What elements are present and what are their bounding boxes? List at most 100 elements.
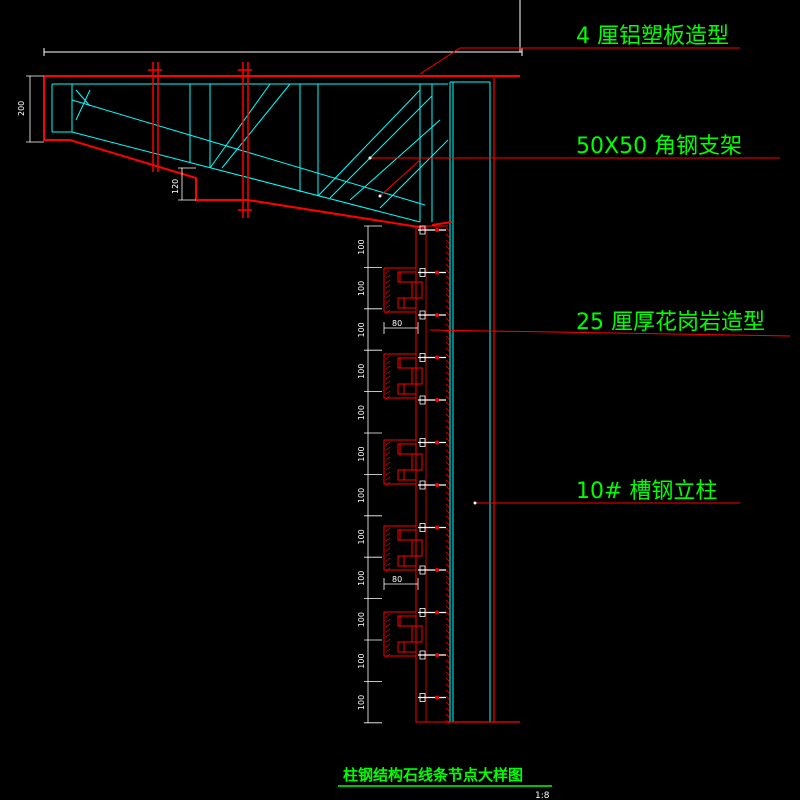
fixing-mark xyxy=(445,293,450,298)
fixing-mark xyxy=(445,713,450,718)
hatch-stroke xyxy=(385,385,391,390)
hatch-stroke xyxy=(385,567,391,572)
fixing-mark xyxy=(445,653,450,658)
fixing-mark xyxy=(445,719,450,724)
fixing-mark xyxy=(445,599,450,604)
hatch-stroke xyxy=(385,653,391,658)
dim-100-label: 100 xyxy=(357,612,366,627)
hatch-stroke xyxy=(385,562,391,567)
fixing-mark xyxy=(445,335,450,340)
fixing-mark xyxy=(445,659,450,664)
fixing-mark xyxy=(445,587,450,592)
hatch-stroke xyxy=(385,461,391,466)
leader-lines xyxy=(370,47,791,504)
fixing-mark xyxy=(445,689,450,694)
hatch-stroke xyxy=(385,289,391,294)
fixing-mark xyxy=(445,509,450,514)
fixing-mark xyxy=(445,707,450,712)
hatch-stroke xyxy=(385,471,391,476)
fixing-mark xyxy=(445,467,450,472)
hatch-stroke xyxy=(385,370,391,375)
dim-100-label: 100 xyxy=(357,446,366,461)
fixing-mark xyxy=(445,641,450,646)
fixing-mark xyxy=(445,263,450,268)
anchor-bolt xyxy=(418,565,446,575)
fixing-mark xyxy=(445,569,450,574)
hatch-stroke xyxy=(385,279,391,284)
fixing-mark xyxy=(445,527,450,532)
fixing-mark xyxy=(445,257,450,262)
dim-100-label: 100 xyxy=(357,653,366,668)
fixing-mark xyxy=(445,629,450,634)
hatch-stroke xyxy=(385,532,391,537)
dimension-80-lower: 80 xyxy=(383,575,419,590)
hatch-stroke xyxy=(385,355,391,360)
fixing-mark xyxy=(445,701,450,706)
canopy-frame xyxy=(51,83,449,223)
fixing-mark xyxy=(445,683,450,688)
hatch-stroke xyxy=(385,304,391,309)
hatch-stroke xyxy=(385,380,391,385)
fixing-mark xyxy=(445,443,450,448)
fixing-mark xyxy=(445,377,450,382)
dim-200-label: 200 xyxy=(17,101,26,116)
granite-block-1 xyxy=(383,267,417,313)
hatch-stroke xyxy=(385,542,391,547)
dim-120-label: 120 xyxy=(171,179,180,194)
hatch-stroke xyxy=(385,395,391,400)
fixing-mark xyxy=(445,479,450,484)
granite-block-3 xyxy=(383,439,417,485)
fixing-mark xyxy=(445,515,450,520)
dim-100-label: 100 xyxy=(357,529,366,544)
dimension-200: 200 xyxy=(17,75,44,143)
granite-block-5 xyxy=(383,611,417,657)
fixing-mark xyxy=(445,551,450,556)
dimension-120: 120 xyxy=(171,167,196,201)
fixing-mark xyxy=(445,275,450,280)
anchor-bolt xyxy=(418,310,446,320)
hatch-stroke xyxy=(385,547,391,552)
leader-dots xyxy=(368,156,477,505)
fixing-mark xyxy=(445,665,450,670)
canopy-hangers xyxy=(148,62,252,218)
dim-100-label: 100 xyxy=(357,364,366,379)
top-reference-line xyxy=(43,0,523,56)
fixing-mark xyxy=(445,617,450,622)
fixing-mark xyxy=(445,437,450,442)
hatch-stroke xyxy=(385,648,391,653)
fixing-mark xyxy=(445,449,450,454)
anchor-bolt xyxy=(418,268,446,277)
drawing-scale: 1:8 xyxy=(535,791,550,800)
fixing-mark xyxy=(445,485,450,490)
fixing-mark xyxy=(445,419,450,424)
fixing-mark xyxy=(445,383,450,388)
fixing-mark xyxy=(445,545,450,550)
fixing-mark xyxy=(445,503,450,508)
fixing-mark xyxy=(445,623,450,628)
anchor-bolts xyxy=(418,225,446,702)
granite-block-2 xyxy=(383,353,417,399)
fixing-mark xyxy=(445,563,450,568)
anchor-bolt xyxy=(418,480,446,490)
fixing-mark xyxy=(445,317,450,322)
fixing-mark xyxy=(445,239,450,244)
fixing-mark xyxy=(445,425,450,430)
hatch-stroke xyxy=(385,552,391,557)
dim-100-label: 100 xyxy=(357,571,366,586)
granite-molding xyxy=(383,225,448,723)
granite-hatch xyxy=(385,227,450,724)
anchor-bolt xyxy=(418,395,446,405)
canopy-outline xyxy=(43,75,520,229)
dimension-80-upper: 80 xyxy=(383,319,419,334)
anchor-bolt xyxy=(418,353,446,362)
column-cladding-red xyxy=(448,78,520,723)
fixing-mark xyxy=(445,593,450,598)
dim-80-upper-label: 80 xyxy=(392,319,402,328)
fixing-mark xyxy=(445,341,450,346)
anchor-bolt xyxy=(418,438,446,447)
callout-granite: 25 厘厚花岗岩造型 xyxy=(576,310,765,335)
fixing-mark xyxy=(445,677,450,682)
hatch-stroke xyxy=(385,633,391,638)
